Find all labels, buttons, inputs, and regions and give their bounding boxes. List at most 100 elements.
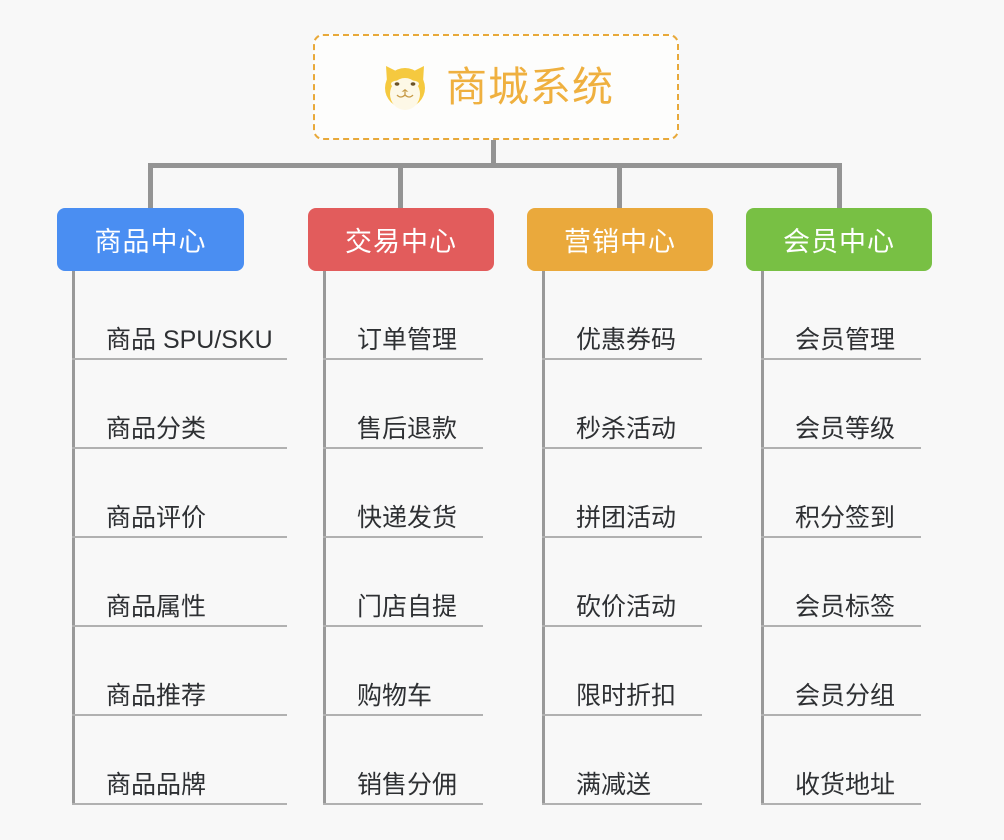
list-item-underline — [761, 536, 921, 538]
list-item[interactable]: 拼团活动 — [542, 449, 713, 538]
branch-items-trade-center: 订单管理 售后退款 快递发货 门店自提 购物车 销售分佣 — [323, 271, 494, 805]
list-item[interactable]: 购物车 — [323, 627, 494, 716]
root-label: 商城系统 — [446, 63, 614, 110]
list-item-label: 收货地址 — [795, 770, 896, 799]
list-item[interactable]: 商品评价 — [72, 449, 287, 538]
branch-header-trade-center[interactable]: 交易中心 — [308, 208, 494, 271]
list-item-underline — [72, 358, 287, 360]
list-item[interactable]: 会员等级 — [761, 360, 932, 449]
list-item[interactable]: 秒杀活动 — [542, 360, 713, 449]
list-item-label: 商品推荐 — [106, 681, 207, 710]
list-item-underline — [761, 358, 921, 360]
list-item[interactable]: 商品属性 — [72, 538, 287, 627]
list-item-underline — [323, 625, 483, 627]
branch-items-marketing-center: 优惠券码 秒杀活动 拼团活动 砍价活动 限时折扣 满减送 — [542, 271, 713, 805]
list-item-underline — [542, 803, 702, 805]
list-item-label: 满减送 — [576, 770, 652, 799]
list-item-underline — [323, 536, 483, 538]
list-item-label: 会员管理 — [795, 325, 896, 354]
branch-column-marketing-center: 营销中心 优惠券码 秒杀活动 拼团活动 砍价活动 限时折扣 — [527, 208, 713, 805]
list-item-label: 砍价活动 — [576, 592, 677, 621]
list-item-underline — [323, 714, 483, 716]
connector-drop-1 — [148, 163, 153, 209]
list-item-underline — [323, 358, 483, 360]
list-item-label: 积分签到 — [795, 503, 896, 532]
list-item-label: 优惠券码 — [576, 325, 677, 354]
list-item-underline — [542, 625, 702, 627]
connector-drop-2 — [398, 163, 403, 209]
branch-header-label: 交易中心 — [345, 227, 457, 257]
list-item[interactable]: 砍价活动 — [542, 538, 713, 627]
list-item[interactable]: 满减送 — [542, 716, 713, 805]
list-item[interactable]: 积分签到 — [761, 449, 932, 538]
list-item-label: 销售分佣 — [357, 770, 458, 799]
list-item-label: 会员等级 — [795, 414, 896, 443]
list-item-label: 会员分组 — [795, 681, 896, 710]
list-item-underline — [761, 447, 921, 449]
branch-column-trade-center: 交易中心 订单管理 售后退款 快递发货 门店自提 购物车 — [308, 208, 494, 805]
connector-root-stem — [491, 140, 496, 166]
branch-items-member-center: 会员管理 会员等级 积分签到 会员标签 会员分组 收货地址 — [761, 271, 932, 805]
branch-rail — [542, 271, 545, 805]
list-item-underline — [72, 536, 287, 538]
list-item-label: 商品评价 — [106, 503, 207, 532]
list-item-underline — [542, 536, 702, 538]
branch-header-member-center[interactable]: 会员中心 — [746, 208, 932, 271]
branch-column-member-center: 会员中心 会员管理 会员等级 积分签到 会员标签 会员分组 — [746, 208, 932, 805]
list-item-label: 商品属性 — [106, 592, 207, 621]
branch-header-label: 商品中心 — [94, 227, 207, 257]
shiba-dog-face-icon — [378, 60, 432, 114]
list-item-label: 限时折扣 — [576, 681, 677, 710]
connector-horizontal-bus — [148, 163, 842, 168]
list-item[interactable]: 销售分佣 — [323, 716, 494, 805]
list-item-label: 拼团活动 — [576, 503, 677, 532]
list-item-label: 购物车 — [357, 681, 433, 710]
branch-column-product-center: 商品中心 商品 SPU/SKU 商品分类 商品评价 商品属性 商品推荐 — [57, 208, 287, 805]
list-item-label: 商品 SPU/SKU — [106, 325, 273, 354]
branch-header-label: 会员中心 — [783, 227, 895, 257]
list-item-underline — [542, 714, 702, 716]
list-item[interactable]: 会员标签 — [761, 538, 932, 627]
root-node[interactable]: 商城系统 — [313, 34, 679, 140]
connector-drop-3 — [617, 163, 622, 209]
list-item-label: 门店自提 — [357, 592, 458, 621]
list-item-underline — [761, 803, 921, 805]
list-item[interactable]: 商品品牌 — [72, 716, 287, 805]
list-item-underline — [72, 625, 287, 627]
branch-header-marketing-center[interactable]: 营销中心 — [527, 208, 713, 271]
list-item[interactable]: 售后退款 — [323, 360, 494, 449]
list-item[interactable]: 商品 SPU/SKU — [72, 271, 287, 360]
list-item-underline — [72, 447, 287, 449]
list-item[interactable]: 收货地址 — [761, 716, 932, 805]
list-item[interactable]: 会员分组 — [761, 627, 932, 716]
list-item-label: 商品品牌 — [106, 770, 207, 799]
branch-header-label: 营销中心 — [564, 227, 676, 257]
list-item-label: 售后退款 — [357, 414, 458, 443]
branch-rail — [323, 271, 326, 805]
list-item-underline — [542, 358, 702, 360]
list-item[interactable]: 限时折扣 — [542, 627, 713, 716]
connector-drop-4 — [837, 163, 842, 209]
list-item-underline — [72, 714, 287, 716]
branch-rail — [72, 271, 75, 805]
list-item[interactable]: 订单管理 — [323, 271, 494, 360]
list-item[interactable]: 快递发货 — [323, 449, 494, 538]
list-item-underline — [72, 803, 287, 805]
branch-items-product-center: 商品 SPU/SKU 商品分类 商品评价 商品属性 商品推荐 商品品牌 — [72, 271, 287, 805]
list-item-underline — [542, 447, 702, 449]
list-item-label: 商品分类 — [106, 414, 207, 443]
list-item-underline — [323, 803, 483, 805]
list-item-label: 会员标签 — [795, 592, 896, 621]
list-item[interactable]: 门店自提 — [323, 538, 494, 627]
list-item-label: 快递发货 — [357, 503, 458, 532]
branch-header-product-center[interactable]: 商品中心 — [57, 208, 244, 271]
list-item[interactable]: 商品分类 — [72, 360, 287, 449]
list-item-label: 订单管理 — [357, 325, 458, 354]
list-item-underline — [761, 625, 921, 627]
branch-rail — [761, 271, 764, 805]
list-item[interactable]: 优惠券码 — [542, 271, 713, 360]
list-item[interactable]: 商品推荐 — [72, 627, 287, 716]
list-item-underline — [761, 714, 921, 716]
list-item[interactable]: 会员管理 — [761, 271, 932, 360]
